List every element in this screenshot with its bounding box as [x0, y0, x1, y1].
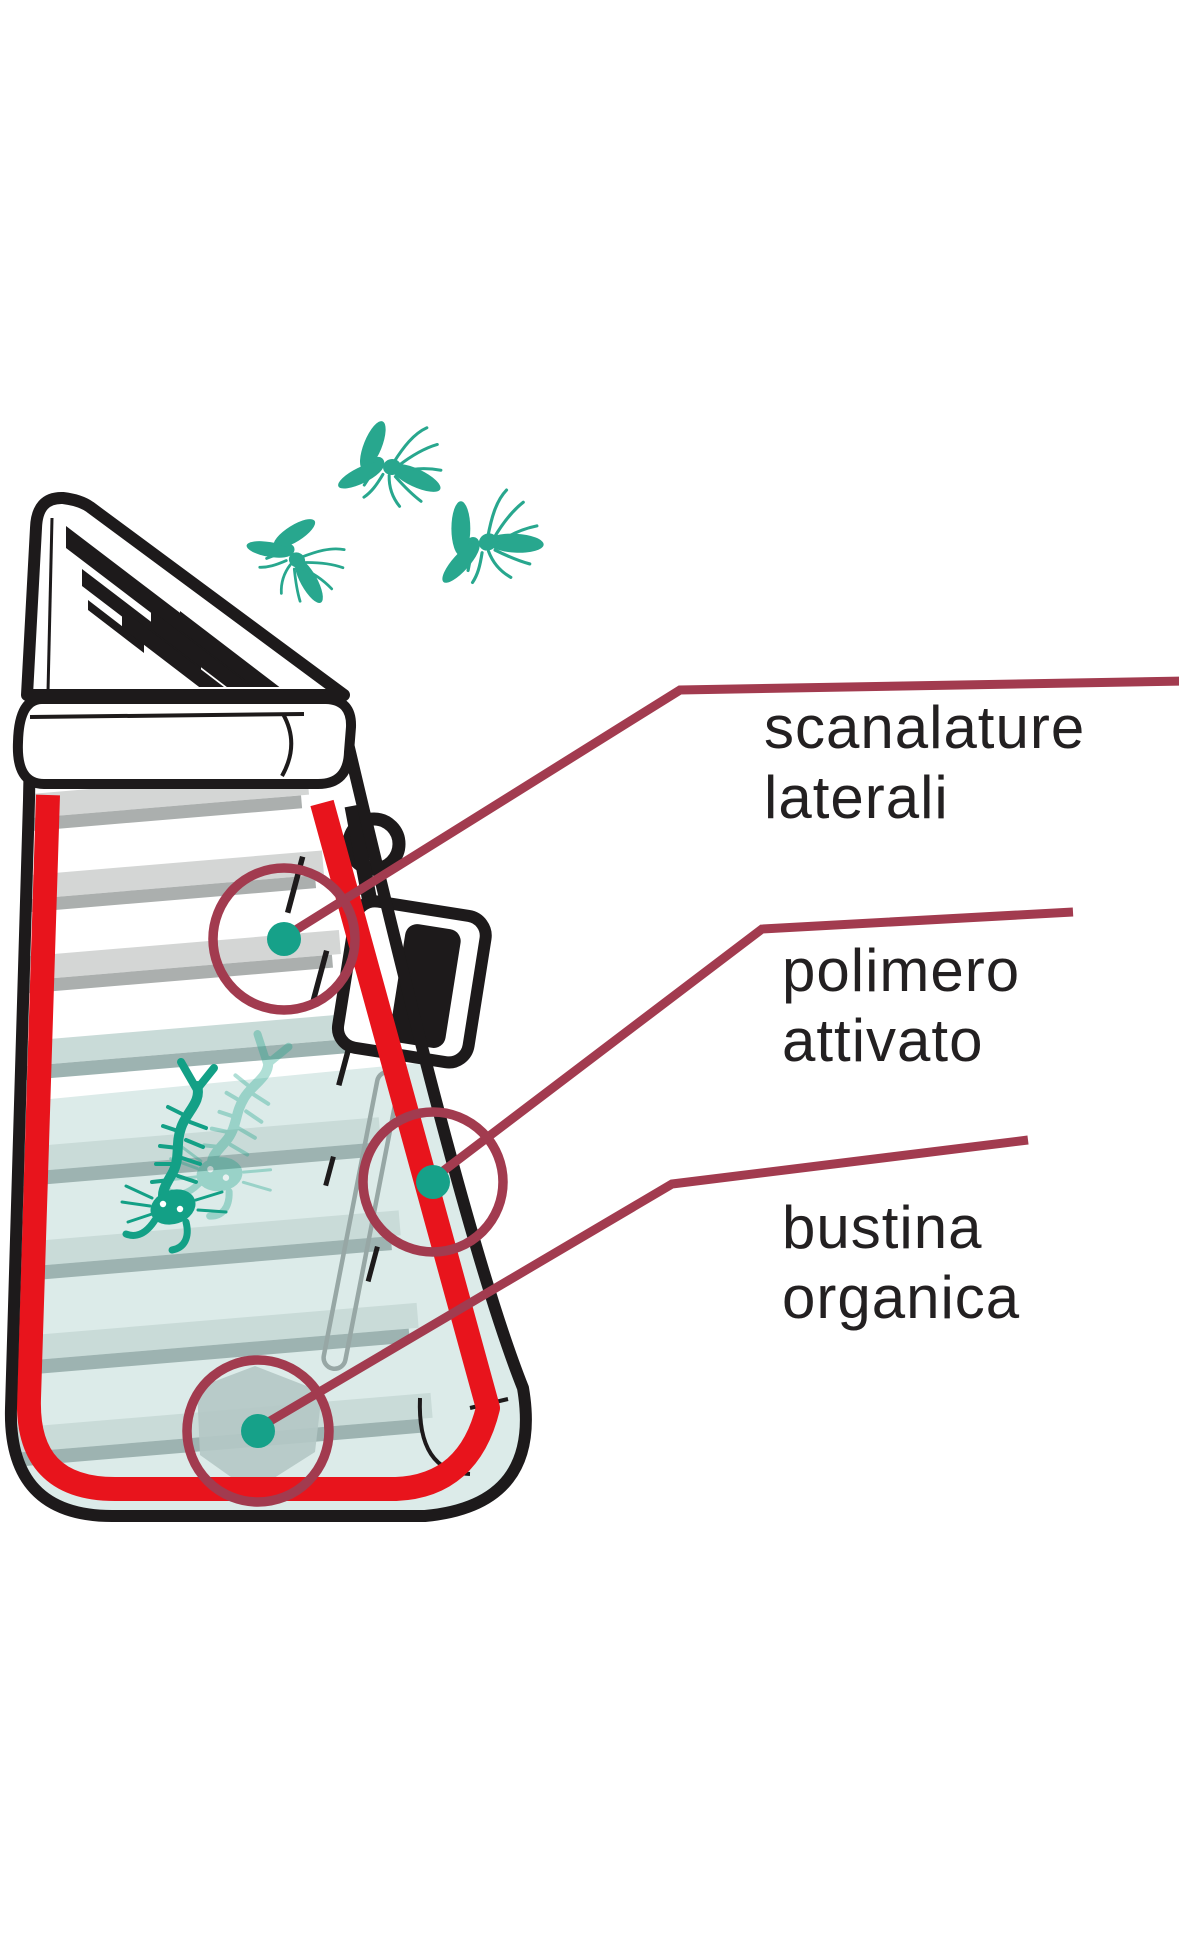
- collar: [12, 694, 357, 789]
- red-polymer-stripe: [16, 794, 500, 1501]
- annotation-dots: [241, 922, 450, 1448]
- label-scanalature-laterali: scanalature laterali: [764, 694, 1086, 831]
- label-polimero-attivato: polimero attivato: [782, 937, 1021, 1074]
- callout-line-scanalature: [283, 676, 1179, 940]
- lid-vents: [66, 526, 330, 687]
- annotation-dot-scanalature: [267, 922, 301, 956]
- lid: [21, 492, 350, 701]
- annotation-circle-bustina: [182, 1355, 334, 1507]
- callout-line-bustina: [257, 1135, 1029, 1431]
- annotation-circle-scanalature: [208, 863, 360, 1015]
- annotation-dot-bustina: [241, 1414, 275, 1448]
- label-bustina-organica: bustina organica: [782, 1194, 1021, 1331]
- callouts: [182, 676, 1179, 1507]
- annotation-circle-polimero: [358, 1107, 508, 1257]
- mosquito-icon: [325, 408, 449, 517]
- annotation-dot-polimero: [416, 1165, 450, 1199]
- callout-line-polimero: [431, 907, 1074, 1182]
- mosquito-icon: [231, 492, 361, 616]
- bottle-body-outline: [4, 729, 532, 1522]
